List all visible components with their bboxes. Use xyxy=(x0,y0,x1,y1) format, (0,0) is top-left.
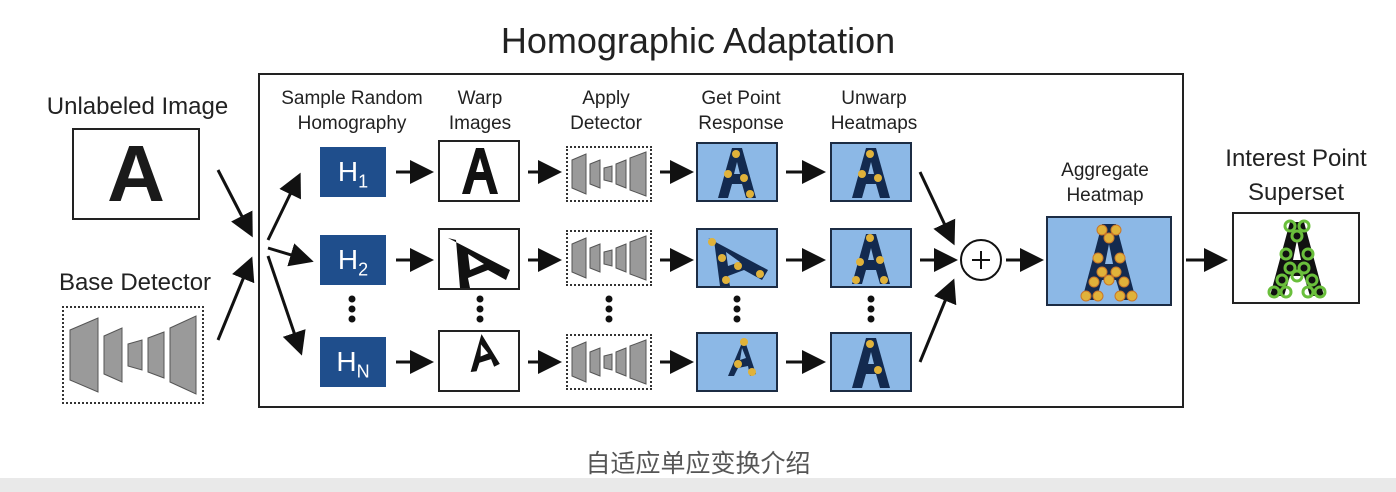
bottom-bar xyxy=(0,478,1396,492)
video-caption: 自适应单应变换介绍 xyxy=(0,444,1396,480)
